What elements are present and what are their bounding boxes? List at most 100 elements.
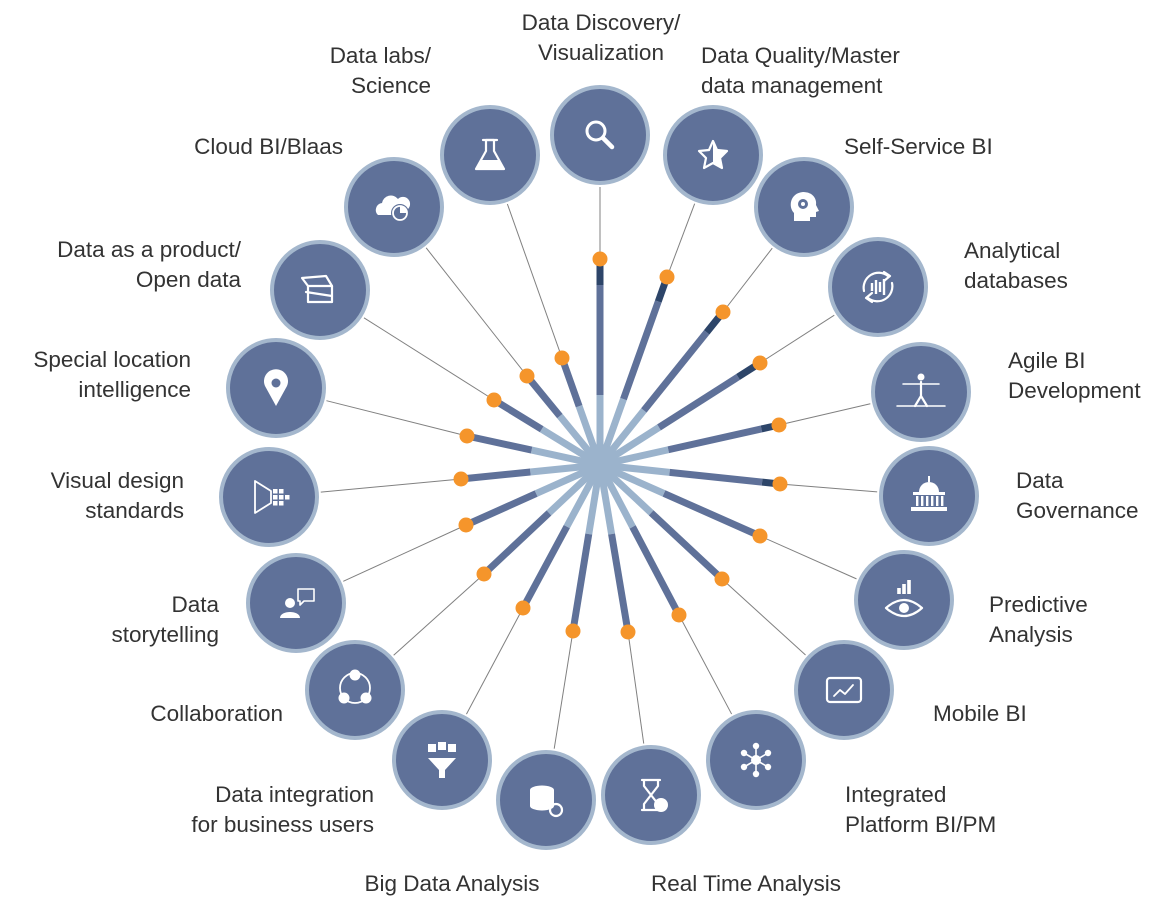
- speaker-bubble-icon: [280, 588, 315, 618]
- label-line: Data: [171, 592, 219, 617]
- label-line: Data integration: [215, 782, 374, 807]
- dot-data-discovery: [592, 251, 608, 267]
- label-line: Development: [1008, 378, 1141, 403]
- dot-data-as-product: [486, 392, 502, 408]
- label-line: Big Data Analysis: [364, 871, 540, 896]
- label-line: Science: [350, 73, 431, 98]
- spoke-mid-location-intelligence: [466, 432, 533, 454]
- label-mobile-bi: Mobile BI: [933, 699, 1027, 729]
- label-big-data-analysis: Big Data Analysis: [364, 869, 539, 899]
- connector-line-big-data-analysis: [553, 630, 574, 749]
- dot-visual-design-standards: [453, 471, 469, 487]
- label-data-labs: Data labs/Science: [330, 41, 431, 101]
- label-line: databases: [964, 268, 1068, 293]
- connector-line-cloud-bi: [425, 247, 528, 377]
- label-collaboration: Collaboration: [150, 699, 283, 729]
- label-line: intelligence: [78, 377, 191, 402]
- head-gear-icon: [790, 192, 819, 221]
- node-analytical-databases: [828, 237, 928, 337]
- tablet-chart-icon: [825, 676, 863, 704]
- connector-line-analytical-databases: [759, 314, 835, 364]
- database-gear-icon: [530, 785, 564, 818]
- label-line: Analysis: [989, 622, 1073, 647]
- pixel-design-icon: [254, 480, 290, 514]
- dot-data-labs: [554, 350, 570, 366]
- dot-data-integration: [515, 600, 531, 616]
- label-line: Platform BI/PM: [845, 812, 997, 837]
- connector-line-location-intelligence: [326, 400, 468, 437]
- node-data-integration: [392, 710, 492, 810]
- spoke-mid-visual-design-standards: [460, 468, 531, 483]
- dot-collaboration: [476, 566, 492, 582]
- dot-data-quality: [659, 269, 675, 285]
- connector-line-data-as-product: [363, 317, 495, 401]
- dot-integrated-platform: [671, 607, 687, 623]
- spoke-mid-data-storytelling: [464, 490, 538, 529]
- spoke-mid-integrated-platform: [629, 525, 683, 617]
- label-line: standards: [85, 498, 184, 523]
- spokes: [460, 259, 781, 633]
- spoke-mid-collaboration: [481, 510, 552, 577]
- spoke-mid-data-as-product: [492, 397, 544, 433]
- connector-line-self-service-bi: [722, 247, 773, 313]
- node-big-data-analysis: [496, 750, 596, 850]
- label-line: Open data: [135, 267, 241, 292]
- node-visual-design-standards: [219, 447, 319, 547]
- label-line: Predictive: [989, 592, 1088, 617]
- node-self-service-bi: [754, 157, 854, 257]
- label-data-quality: Data Quality/Master data management: [701, 41, 900, 101]
- spoke-mid-cloud-bi: [524, 373, 563, 419]
- label-line: Analytical: [964, 238, 1061, 263]
- connector-line-visual-design-standards: [320, 478, 462, 493]
- label-line: Data as a product/: [57, 237, 241, 262]
- label-analytical-databases: Analytical databases: [964, 236, 1068, 296]
- connector-line-real-time-analysis: [627, 631, 645, 744]
- tightrope-walker-icon: [896, 373, 946, 408]
- spoke-dots: [453, 251, 788, 640]
- connector-line-data-storytelling: [343, 524, 467, 582]
- node-cloud-bi: [344, 157, 444, 257]
- dot-agile-bi: [771, 417, 787, 433]
- dot-location-intelligence: [459, 428, 475, 444]
- cloud-chart-icon: [375, 195, 411, 222]
- spoke-mid-data-quality: [620, 300, 662, 401]
- label-data-integration: Data integration for business users: [191, 780, 374, 840]
- label-line: Data Quality/Master: [701, 43, 900, 68]
- connector-line-predictive-analysis: [759, 535, 857, 580]
- node-data-storytelling: [246, 553, 346, 653]
- spoke-mid-real-time-analysis: [608, 533, 632, 633]
- label-line: for business users: [191, 812, 374, 837]
- label-line: Visualization: [538, 40, 664, 65]
- dot-data-storytelling: [458, 517, 474, 533]
- connector-line-data-quality: [666, 203, 696, 278]
- label-line: Real Time Analysis: [650, 871, 842, 896]
- eye-chart-icon: [884, 580, 924, 618]
- spoke-mid-big-data-analysis: [569, 533, 593, 632]
- node-mobile-bi: [794, 640, 894, 740]
- capitol-building-icon: [911, 476, 947, 511]
- spoke-mid-agile-bi: [667, 425, 763, 454]
- dot-cloud-bi: [519, 368, 535, 384]
- dot-real-time-analysis: [620, 624, 636, 640]
- flask-icon: [474, 138, 506, 171]
- node-data-as-product: [270, 240, 370, 340]
- label-data-discovery: Data Discovery/Visualization: [522, 8, 681, 68]
- node-data-governance: [879, 446, 979, 546]
- spoke-mid-data-integration: [519, 524, 570, 610]
- label-data-as-product: Data as a product/Open data: [57, 235, 241, 295]
- label-line: Data Discovery/: [521, 10, 681, 35]
- network-hub-icon: [740, 742, 772, 778]
- spoke-mid-self-service-bi: [641, 330, 710, 413]
- label-line: data management: [701, 73, 883, 98]
- dot-predictive-analysis: [752, 528, 768, 544]
- connector-lines: [320, 187, 878, 749]
- connector-line-data-labs: [506, 203, 563, 359]
- spoke-mid-mobile-bi: [648, 510, 725, 582]
- refresh-chart-icon: [862, 270, 894, 304]
- node-data-discovery: [550, 85, 650, 185]
